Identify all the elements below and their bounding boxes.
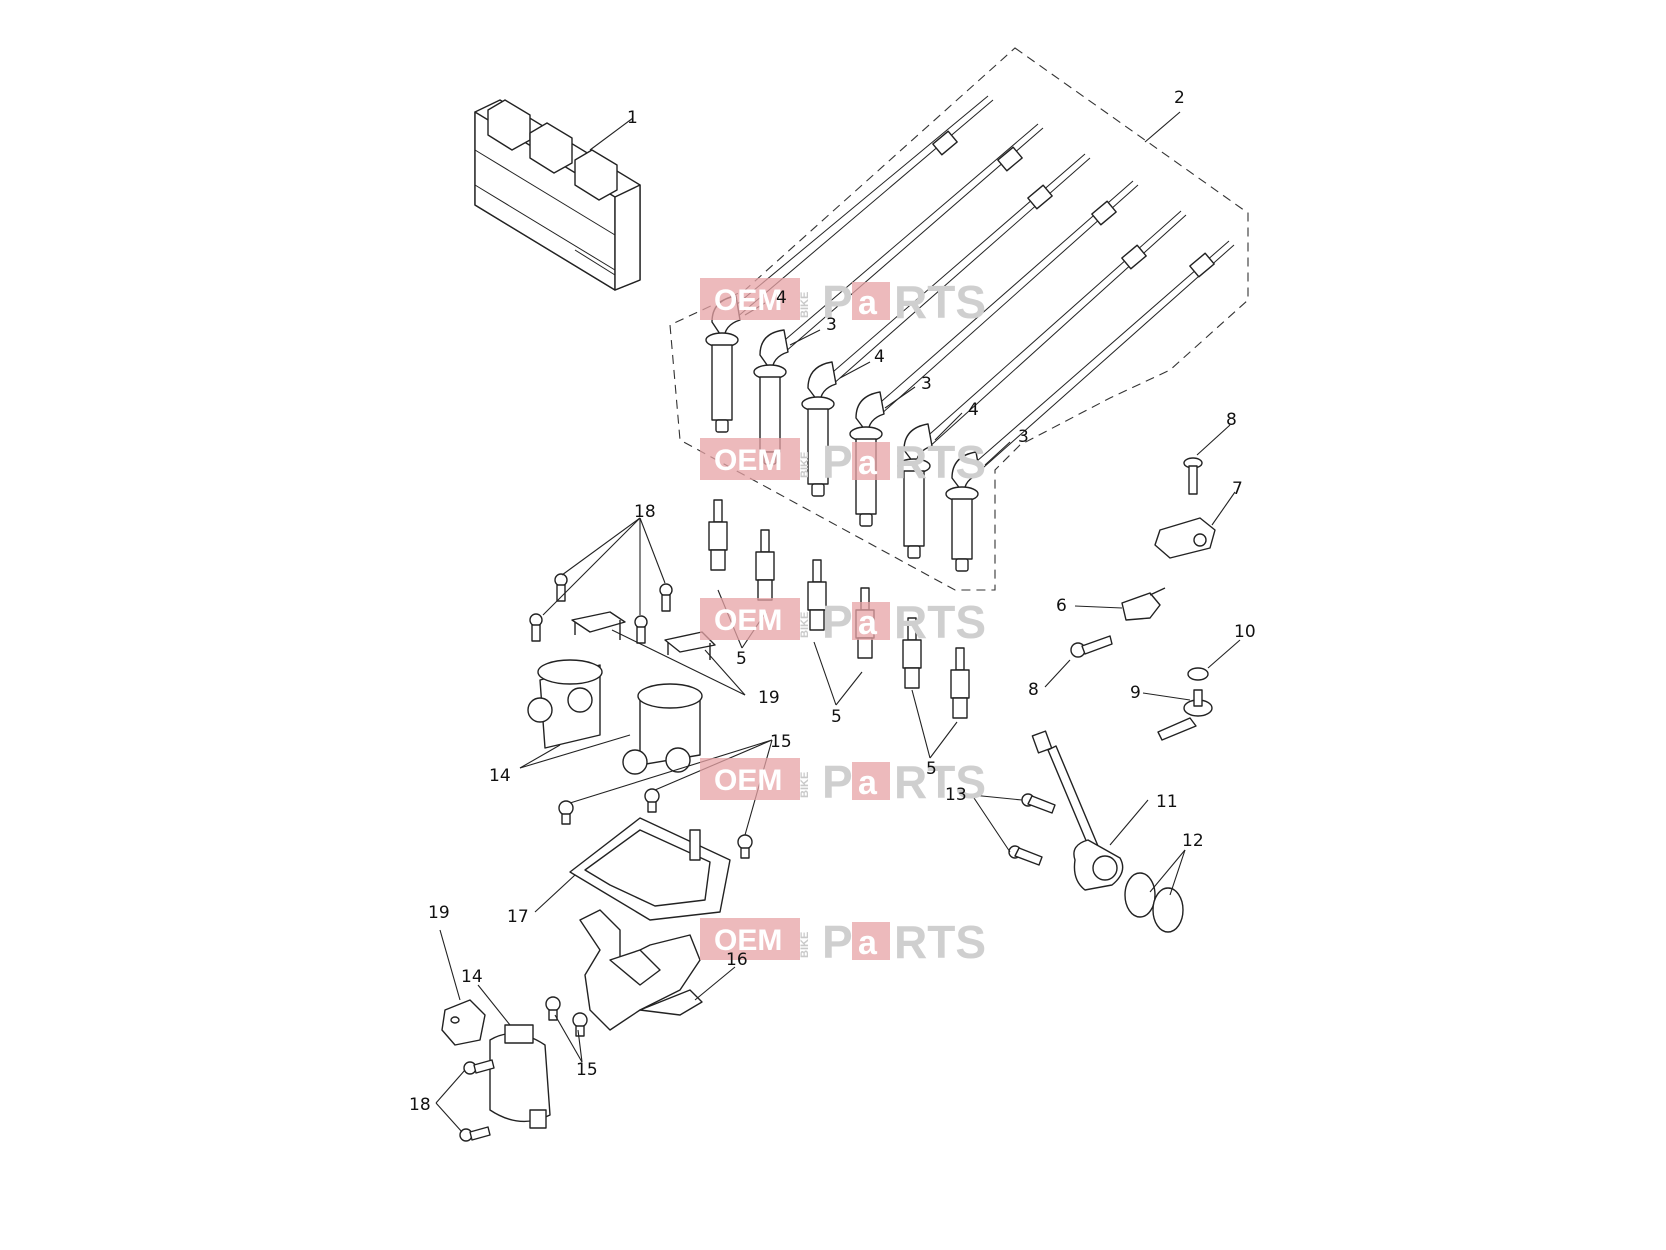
callout-9: 9: [1130, 683, 1141, 703]
callout-1: 1: [627, 108, 638, 128]
callout-16: 16: [726, 950, 748, 970]
callout-14a: 14: [489, 766, 511, 786]
callout-10: 10: [1234, 622, 1256, 642]
spark-plugs: [708, 499, 970, 719]
callout-7: 7: [1232, 479, 1243, 499]
watermark-a: a: [858, 764, 878, 802]
callout-3b: 3: [921, 374, 932, 394]
watermark-a: a: [858, 444, 878, 482]
watermark-oem: OEM: [714, 924, 782, 957]
callout-labels: 1 2 3 3 3 4 4 4 5 5 5 6 7 8 8 9 10 11 12…: [409, 88, 1256, 1115]
callout-13: 13: [945, 785, 967, 805]
lower-coil: [441, 996, 588, 1142]
ecu-module: [474, 99, 641, 291]
callout-2: 2: [1174, 88, 1185, 108]
watermark-bike: BIKE: [799, 932, 811, 958]
watermark-rts: RTS: [894, 436, 986, 488]
watermark-bike: BIKE: [799, 292, 811, 318]
watermark-1: OEM BIKE P a RTS: [700, 276, 986, 328]
kit-dashed-outline: [669, 47, 1249, 591]
watermark-bike: BIKE: [799, 612, 811, 638]
callout-5a: 5: [736, 649, 747, 669]
watermark-bike: BIKE: [799, 452, 811, 478]
watermark-a: a: [858, 924, 878, 962]
watermark-p: P: [822, 596, 853, 648]
callout-15a: 15: [770, 732, 792, 752]
callout-6: 6: [1056, 596, 1067, 616]
watermark-oem: OEM: [714, 444, 782, 477]
watermark-5: OEM BIKE P a RTS: [700, 916, 986, 968]
callout-17: 17: [507, 907, 529, 927]
callout-5c: 5: [926, 759, 937, 779]
upper-coils: [527, 573, 716, 775]
watermark-rts: RTS: [894, 756, 986, 808]
watermark-p: P: [822, 436, 853, 488]
watermark-a: a: [858, 284, 878, 322]
watermark-oem: OEM: [714, 284, 782, 317]
callout-4b: 4: [874, 347, 885, 367]
callout-18a: 18: [634, 502, 656, 522]
callout-8b: 8: [1028, 680, 1039, 700]
watermark-oem: OEM: [714, 764, 782, 797]
callout-15b: 15: [576, 1060, 598, 1080]
callout-4c: 4: [968, 400, 979, 420]
callout-5b: 5: [831, 707, 842, 727]
sensor-9-10: [1157, 667, 1213, 741]
callout-12: 12: [1182, 831, 1204, 851]
sensor-11-12-13: [1008, 730, 1184, 933]
callout-8a: 8: [1226, 410, 1237, 430]
watermark-rts: RTS: [894, 596, 986, 648]
watermark-p: P: [822, 276, 853, 328]
watermark-rts: RTS: [894, 276, 986, 328]
callout-14b: 14: [461, 967, 483, 987]
watermark-2: OEM BIKE P a RTS: [700, 436, 986, 488]
watermark-3: OEM BIKE P a RTS: [700, 596, 986, 648]
callout-4a: 4: [776, 288, 787, 308]
callout-3a: 3: [826, 315, 837, 335]
callout-19a: 19: [758, 688, 780, 708]
watermark-a: a: [858, 604, 878, 642]
ignition-leads: [705, 95, 1235, 572]
sensor-parts-right: [1070, 457, 1216, 658]
callout-11: 11: [1156, 792, 1178, 812]
callout-3c: 3: [1018, 427, 1029, 447]
watermark-p: P: [822, 916, 853, 968]
watermark-4: OEM BIKE P a RTS: [700, 756, 986, 808]
watermark-p: P: [822, 756, 853, 808]
watermark-rts: RTS: [894, 916, 986, 968]
watermark-bike: BIKE: [799, 772, 811, 798]
watermark-oem: OEM: [714, 604, 782, 637]
callout-19b: 19: [428, 903, 450, 923]
callout-18b: 18: [409, 1095, 431, 1115]
bracket-17: [558, 788, 753, 921]
bracket-16: [579, 909, 703, 1031]
